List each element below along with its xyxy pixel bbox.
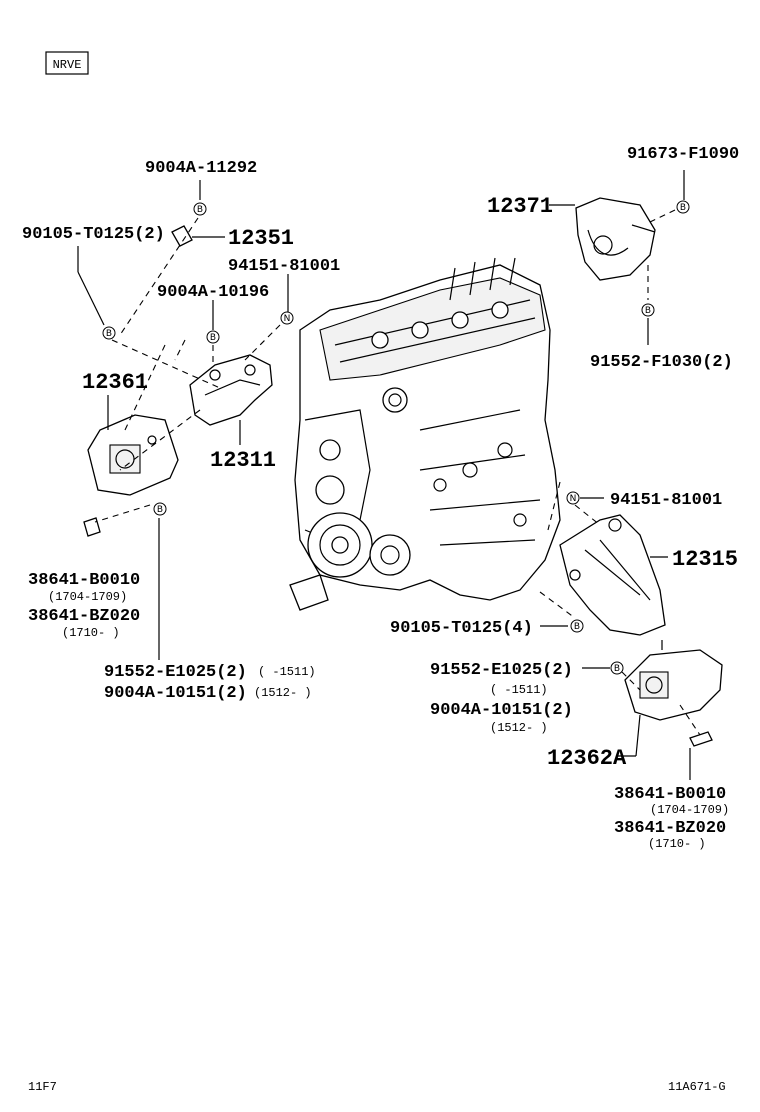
part-12311-illustration <box>189 354 273 426</box>
label-38641-BZ020-left: 38641-BZ020 <box>28 607 140 626</box>
model-code: NRVE <box>53 58 82 72</box>
date-1710-left: (1710- ) <box>62 626 120 640</box>
part-12362A-illustration <box>624 649 723 721</box>
label-12315: 12315 <box>672 547 738 572</box>
svg-text:B: B <box>106 329 112 339</box>
part-12315-illustration <box>559 514 666 636</box>
date-1704-1709-left: (1704-1709) <box>48 590 127 604</box>
label-91552-E1025-2-left: 91552-E1025(2) <box>104 663 247 682</box>
footer-right-code: 11A671-G <box>668 1080 726 1094</box>
engine-block-illustration <box>289 257 561 611</box>
part-12371-illustration <box>575 197 656 281</box>
marker-b-6: B <box>641 303 655 317</box>
label-94151-81001-right: 94151-81001 <box>610 491 722 510</box>
label-9004A-10196: 9004A-10196 <box>157 283 269 302</box>
marker-b-2: B <box>102 326 116 340</box>
label-9004A-10151-2-left: 9004A-10151(2) <box>104 684 247 703</box>
svg-text:B: B <box>197 205 203 215</box>
marker-b-5: B <box>676 200 690 214</box>
marker-b-3: B <box>206 330 220 344</box>
label-9004A-10151-2-right: 9004A-10151(2) <box>430 701 573 720</box>
date-1710-right: (1710- ) <box>648 837 706 851</box>
svg-text:B: B <box>680 203 686 213</box>
label-12362A: 12362A <box>547 746 627 771</box>
marker-b-4: B <box>153 502 167 516</box>
marker-n-2: N <box>566 491 580 505</box>
svg-text:B: B <box>574 622 580 632</box>
label-94151-81001-left: 94151-81001 <box>228 257 340 276</box>
svg-text:B: B <box>614 664 620 674</box>
part-38641-right-illustration <box>689 731 713 747</box>
date-1511-right: ( -1511) <box>490 683 548 697</box>
marker-b-7: B <box>570 619 584 633</box>
label-90105-T0125-4: 90105-T0125(4) <box>390 619 533 638</box>
label-12371: 12371 <box>487 194 553 219</box>
date-1512-left: (1512- ) <box>254 686 312 700</box>
part-38641-left-illustration <box>83 517 101 537</box>
label-12361: 12361 <box>82 370 148 395</box>
marker-n-1: N <box>280 311 294 325</box>
label-9004A-11292: 9004A-11292 <box>145 159 257 178</box>
marker-b-1: B <box>193 202 207 216</box>
svg-text:B: B <box>645 306 651 316</box>
label-91673-F1090: 91673-F1090 <box>627 145 739 164</box>
label-38641-BZ020-right: 38641-BZ020 <box>614 819 726 838</box>
model-code-box <box>45 51 89 75</box>
date-1512-right: (1512- ) <box>490 721 548 735</box>
label-12311: 12311 <box>210 448 276 473</box>
svg-text:N: N <box>570 494 577 504</box>
svg-text:B: B <box>210 333 216 343</box>
part-12351-illustration <box>171 225 193 247</box>
date-1511-left: ( -1511) <box>258 665 316 679</box>
footer-left-code: 11F7 <box>28 1080 57 1094</box>
date-1704-1709-right: (1704-1709) <box>650 803 729 817</box>
label-12351: 12351 <box>228 226 294 251</box>
label-91552-E1025-2-right: 91552-E1025(2) <box>430 661 573 680</box>
svg-text:B: B <box>157 505 163 515</box>
label-38641-B0010-right: 38641-B0010 <box>614 785 726 804</box>
marker-b-8: B <box>610 661 624 675</box>
label-90105-T0125-2: 90105-T0125(2) <box>22 225 165 244</box>
label-38641-B0010-left: 38641-B0010 <box>28 571 140 590</box>
label-91552-F1030-2: 91552-F1030(2) <box>590 353 733 372</box>
svg-text:N: N <box>284 314 291 324</box>
